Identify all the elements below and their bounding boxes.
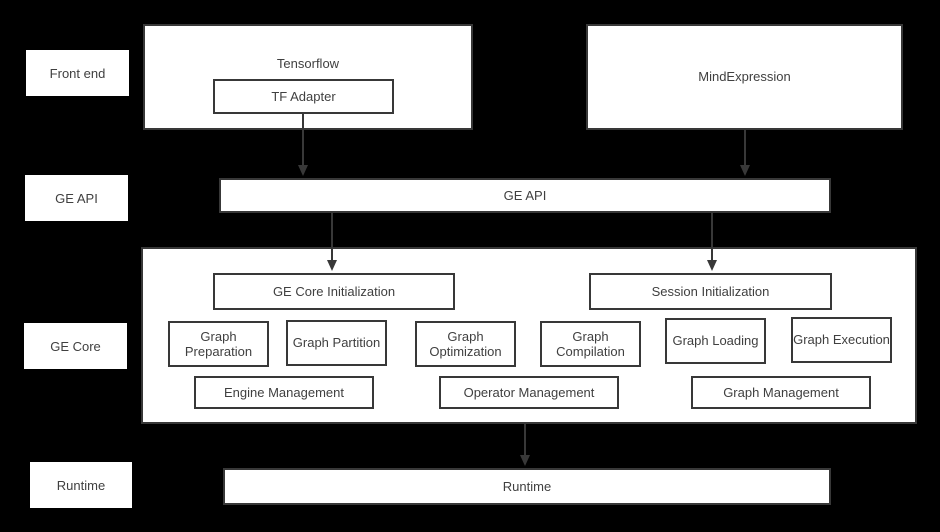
graph-execution-box: Graph Execution bbox=[791, 317, 892, 363]
graph-optimization-box: Graph Optimization bbox=[415, 321, 516, 367]
graph-partition-box: Graph Partition bbox=[286, 320, 387, 366]
tf-adapter-box: TF Adapter bbox=[213, 79, 394, 114]
arrow-ge-api-to-session-initialization bbox=[707, 213, 717, 271]
mindexpression-box: MindExpression bbox=[586, 24, 903, 130]
arrow-ge-api-to-ge-core-initialization bbox=[327, 213, 337, 271]
graph-management-box: Graph Management bbox=[691, 376, 871, 409]
tensorflow-title: Tensorflow bbox=[276, 56, 340, 71]
graph-compilation-box: Graph Compilation bbox=[540, 321, 641, 367]
ge-api-bar: GE API bbox=[219, 178, 831, 213]
row-label-ge-core: GE Core bbox=[24, 323, 127, 369]
tensorflow-box: Tensorflow TF Adapter bbox=[143, 24, 473, 130]
arrow-tf-adapter-to-ge-api bbox=[298, 114, 308, 176]
ge-core-initialization-box: GE Core Initialization bbox=[213, 273, 455, 310]
row-label-runtime: Runtime bbox=[30, 462, 132, 508]
operator-management-box: Operator Management bbox=[439, 376, 619, 409]
arrow-mindexpression-to-ge-api bbox=[740, 130, 750, 176]
ge-core-box: GE Core Initialization Session Initializ… bbox=[141, 247, 917, 424]
arrow-ge-core-to-runtime bbox=[520, 423, 530, 466]
runtime-bar: Runtime bbox=[223, 468, 831, 505]
engine-management-box: Engine Management bbox=[194, 376, 374, 409]
row-label-front-end: Front end bbox=[26, 50, 129, 96]
row-label-ge-api: GE API bbox=[25, 175, 128, 221]
graph-preparation-box: Graph Preparation bbox=[168, 321, 269, 367]
graph-loading-box: Graph Loading bbox=[665, 318, 766, 364]
session-initialization-box: Session Initialization bbox=[589, 273, 832, 310]
